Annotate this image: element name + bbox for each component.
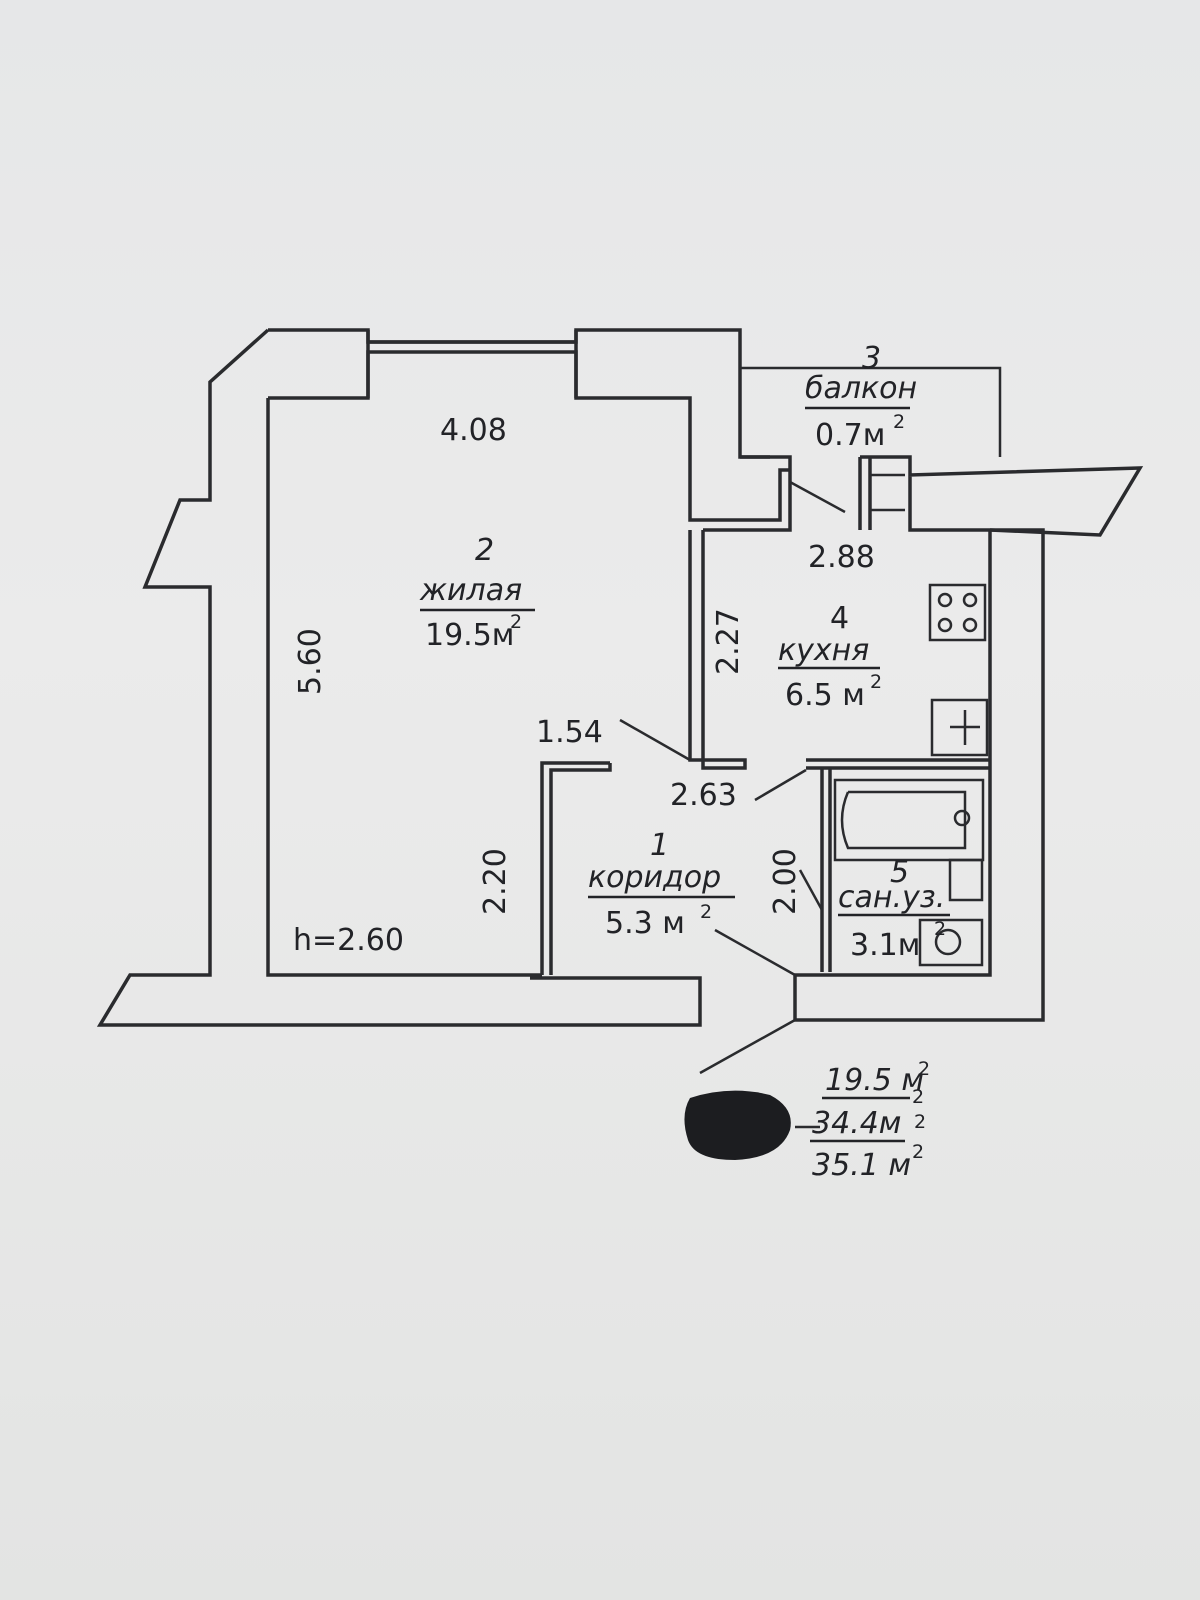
sink-cross xyxy=(950,710,980,745)
stove-burner xyxy=(962,592,978,608)
living-window xyxy=(366,330,578,398)
bathtub-drain xyxy=(953,809,971,827)
room-5-number: 5 xyxy=(890,855,909,890)
summary-total-sq: 2 xyxy=(914,1111,926,1133)
leader-2-63 xyxy=(754,768,807,802)
room-1-number: 1 xyxy=(650,828,669,863)
room-5-name: сан.уз. xyxy=(838,880,945,915)
bathroom-wall xyxy=(806,758,990,972)
dim-2-00: 2.00 xyxy=(768,848,803,915)
room-3-number: 3 xyxy=(862,341,881,376)
living-inner-wall xyxy=(266,350,790,977)
dim-4-08: 4.08 xyxy=(440,413,507,448)
room-2-sq: 2 xyxy=(510,611,522,633)
summary-living-sq: 2 xyxy=(918,1058,930,1080)
stove-burner xyxy=(937,617,953,633)
leader-1-54 xyxy=(619,718,691,762)
room-4-name: кухня xyxy=(778,633,869,668)
room-5-sq: 2 xyxy=(934,918,946,940)
summary-total-sq-top: 2 xyxy=(912,1086,924,1108)
entrance-door xyxy=(699,1018,796,1075)
room-4-number: 4 xyxy=(830,601,849,636)
stove-burner xyxy=(962,617,978,633)
dim-2-88: 2.88 xyxy=(808,540,875,575)
room-2-area: 19.5м xyxy=(425,618,514,653)
room-2-name: жилая xyxy=(419,573,522,608)
bathtub-inner xyxy=(840,790,967,850)
leader-2-88 xyxy=(789,480,846,514)
room-4-sq: 2 xyxy=(870,671,882,693)
corridor-partition xyxy=(540,761,612,975)
room-1-sq: 2 xyxy=(700,901,712,923)
summary-balcony-sq: 2 xyxy=(912,1141,924,1163)
bathtub xyxy=(833,778,985,862)
dim-1-54: 1.54 xyxy=(536,715,603,750)
kitchen-partition xyxy=(688,530,747,770)
kitchen-outer-wall xyxy=(703,455,1144,537)
room-5-area: 3.1м xyxy=(850,928,920,963)
dim-5-60: 5.60 xyxy=(293,628,328,695)
room-4-area: 6.5 м xyxy=(785,678,865,713)
summary-living-area: 19.5 м xyxy=(825,1063,924,1098)
bath-sink xyxy=(948,858,984,902)
balcony-door xyxy=(870,473,905,512)
summary-total-with-balcony: 35.1 м xyxy=(812,1148,911,1183)
room-3-area: 0.7м xyxy=(815,418,885,453)
stove-burner xyxy=(937,592,953,608)
balcony-outline xyxy=(740,366,1002,457)
kitchen-sink xyxy=(930,698,989,757)
room-1-name: коридор xyxy=(588,860,721,895)
dim-2-20: 2.20 xyxy=(478,848,513,915)
stove xyxy=(928,583,987,642)
leader-2-00 xyxy=(798,869,824,911)
room-1-area: 5.3 м xyxy=(605,906,685,941)
dim-2-63: 2.63 xyxy=(670,778,737,813)
room-2-number: 2 xyxy=(475,533,494,568)
redaction-blot xyxy=(684,1090,791,1160)
toilet xyxy=(918,918,984,967)
summary-total-area: 34.4м xyxy=(812,1106,901,1141)
room-3-sq: 2 xyxy=(893,411,905,433)
leader-corridor xyxy=(714,928,796,977)
dim-2-27: 2.27 xyxy=(711,608,746,675)
room-3-name: балкон xyxy=(805,371,917,406)
height-label: h=2.60 xyxy=(293,923,404,958)
toilet-bowl xyxy=(934,928,962,956)
